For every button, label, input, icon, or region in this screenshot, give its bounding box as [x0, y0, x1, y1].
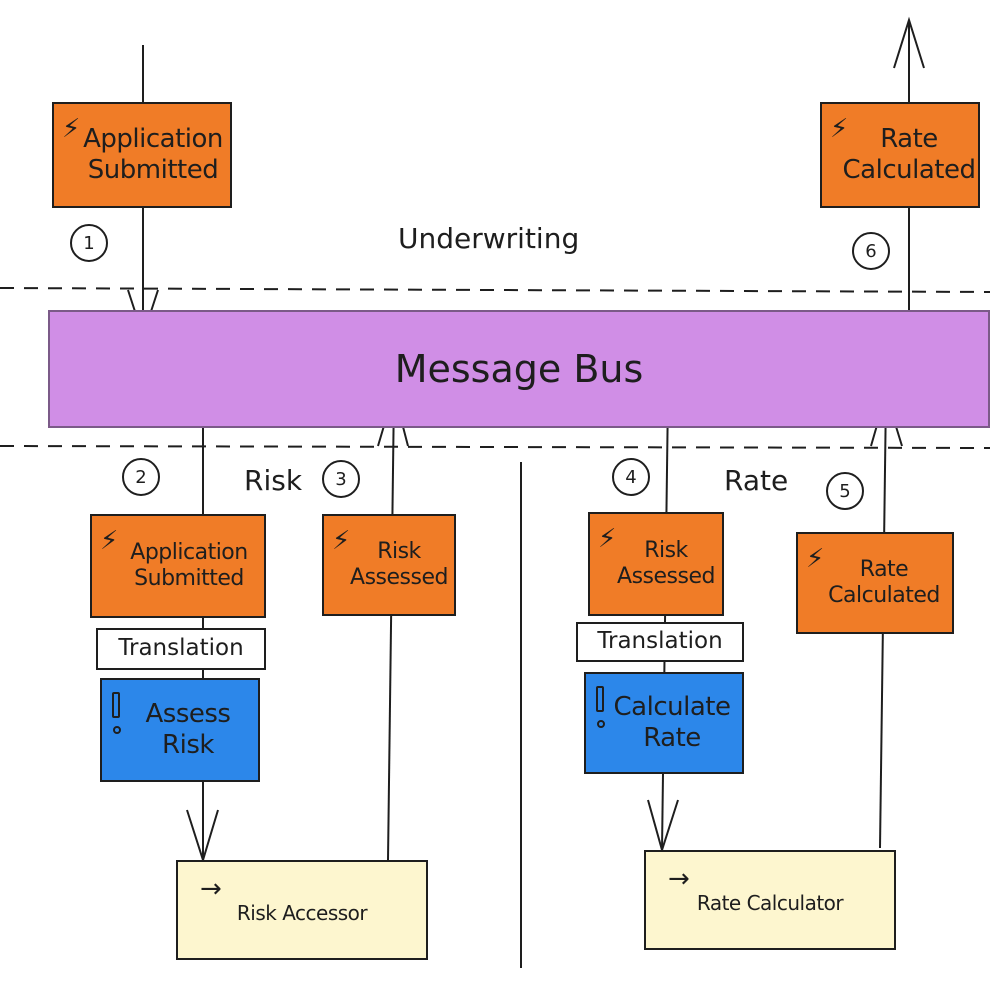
- event-label-line: Assessed: [617, 564, 715, 589]
- event-label-line: Assessed: [350, 565, 448, 590]
- event-label-line: Rate: [859, 557, 909, 583]
- step-marker-2: 2: [122, 458, 160, 496]
- lightning-bolt-icon: ⚡︎: [830, 114, 849, 144]
- step-number: 3: [335, 468, 347, 490]
- arrow-right-icon: →: [200, 874, 222, 904]
- translation-label: Translation: [597, 628, 723, 655]
- context-label-risk: Risk: [244, 464, 303, 497]
- event-label-line: Submitted: [134, 566, 244, 591]
- exclamation-dot-icon: [113, 726, 121, 734]
- event-label-line: Risk: [377, 539, 421, 565]
- lightning-bolt-icon: ⚡︎: [598, 524, 617, 554]
- flow-line-3: [387, 391, 395, 861]
- service-risk-accessor: → Risk Accessor: [176, 860, 428, 960]
- service-label: Rate Calculator: [696, 891, 844, 916]
- boundary-bottom-dashed: [0, 445, 991, 449]
- event-label-line: Risk: [644, 538, 688, 564]
- step-marker-3: 3: [322, 460, 360, 498]
- event-label-line: Calculated: [842, 155, 976, 185]
- lightning-bolt-icon: ⚡︎: [100, 526, 119, 556]
- event-application-submitted-risk: ⚡︎ Application Submitted: [90, 514, 266, 618]
- lightning-bolt-icon: ⚡︎: [332, 526, 351, 556]
- step-number: 6: [865, 240, 877, 262]
- exclamation-icon: [112, 692, 120, 718]
- context-label-rate: Rate: [724, 464, 789, 497]
- event-label-line: Rate: [880, 124, 938, 155]
- event-label-line: Submitted: [87, 155, 219, 185]
- translation-rate: Translation: [576, 622, 744, 662]
- command-label-line: Assess: [145, 699, 231, 730]
- event-label-line: Calculated: [828, 583, 940, 608]
- command-calculate-rate: Calculate Rate: [584, 672, 744, 774]
- event-rate-calculated-rate: ⚡︎ Rate Calculated: [796, 532, 954, 634]
- step-marker-6: 6: [852, 232, 890, 270]
- translation-label: Translation: [118, 635, 244, 662]
- command-assess-risk: Assess Risk: [100, 678, 260, 782]
- event-label-line: Application: [130, 540, 248, 566]
- command-label-line: Risk: [162, 730, 214, 760]
- lightning-bolt-icon: ⚡︎: [62, 114, 81, 144]
- event-rate-calculated-top: ⚡︎ Rate Calculated: [820, 102, 980, 208]
- exclamation-icon: [596, 686, 604, 712]
- flow-arrowhead-6: [893, 16, 925, 69]
- boundary-top-dashed: [0, 287, 991, 293]
- command-label-line: Calculate: [613, 692, 731, 723]
- command-label-line: Rate: [643, 723, 701, 753]
- service-rate-calculator: → Rate Calculator: [644, 850, 896, 950]
- message-bus-label: Message Bus: [394, 346, 644, 391]
- step-number: 1: [83, 232, 95, 254]
- event-label-line: Application: [83, 124, 223, 155]
- service-label: Risk Accessor: [236, 901, 368, 926]
- step-number: 4: [625, 466, 637, 488]
- step-marker-5: 5: [826, 472, 864, 510]
- context-label-underwriting: Underwriting: [398, 222, 580, 255]
- event-risk-assessed-risk: ⚡︎ Risk Assessed: [322, 514, 456, 616]
- step-number: 2: [135, 466, 147, 488]
- step-marker-4: 4: [612, 458, 650, 496]
- step-number: 5: [839, 480, 851, 502]
- event-application-submitted-top: ⚡︎ Application Submitted: [52, 102, 232, 208]
- message-bus: Message Bus: [48, 310, 990, 428]
- lightning-bolt-icon: ⚡︎: [806, 544, 825, 574]
- exclamation-dot-icon: [597, 720, 605, 728]
- translation-risk: Translation: [96, 628, 266, 670]
- event-risk-assessed-rate: ⚡︎ Risk Assessed: [588, 512, 724, 616]
- arrow-right-icon: →: [668, 864, 690, 894]
- step-marker-1: 1: [70, 224, 108, 262]
